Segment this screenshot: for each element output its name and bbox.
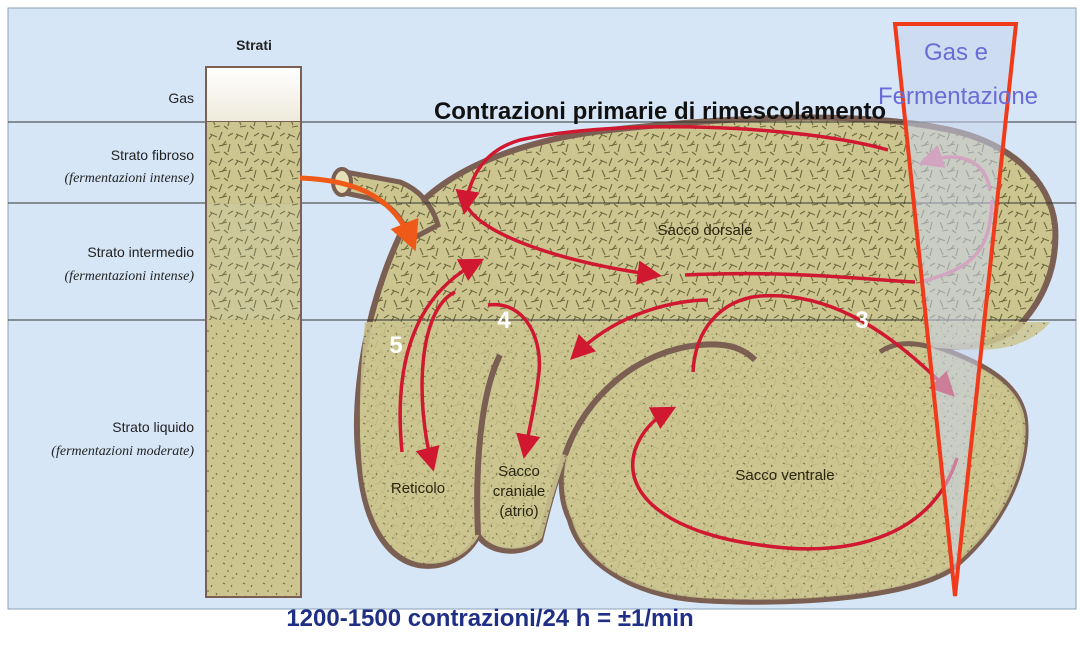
diagram-title: Contrazioni primarie di rimescolamento	[434, 98, 886, 125]
rumen-liquid-zone	[359, 322, 1051, 600]
contraction-number-4: 4	[497, 307, 511, 334]
arrow-cranial-pillar	[570, 298, 709, 360]
arrow-ventral	[631, 406, 959, 551]
column-liquid	[206, 320, 301, 597]
arrow-dorsal-top	[455, 125, 889, 215]
layer-lines	[8, 121, 1076, 321]
contraction-frequency: 1200-1500 contrazioni/24 h = ±1/min	[286, 605, 693, 632]
strata-column	[205, 66, 302, 598]
label-cranial-sac-3: (atrio)	[499, 503, 538, 520]
feed-inflow-arrow	[299, 175, 419, 252]
mixing-arrows	[398, 125, 959, 551]
layer-liquid-name: Strato liquido	[112, 419, 194, 435]
layer-intermediate-note: (fermentazioni intense)	[65, 269, 195, 284]
arrow-dorsal-right	[684, 271, 916, 284]
column-header: Strati	[236, 37, 272, 53]
arrow-reticulum-down	[415, 290, 456, 472]
arrow-cranial-sac	[487, 302, 542, 459]
column-fibrous	[206, 122, 301, 203]
label-cranial-sac-2: craniale	[493, 483, 546, 500]
column-intermediate	[206, 203, 301, 320]
arrow-reticulum-up	[398, 258, 485, 453]
arrow-dorsal-mid	[466, 207, 662, 285]
gas-label-line1: Gas e	[924, 39, 988, 66]
label-dorsal-sac: Sacco dorsale	[657, 222, 752, 239]
column-gas	[205, 66, 302, 123]
label-cranial-sac-1: Sacco	[498, 463, 540, 480]
contraction-number-3: 3	[855, 307, 868, 334]
arrow-caudal	[691, 293, 955, 398]
column-frame	[205, 66, 302, 598]
cranial-pillar	[562, 341, 758, 456]
gas-label-line2: Fermentazione	[878, 83, 1038, 110]
reticulo-rumen-fold	[474, 353, 503, 536]
gas-fermentation-gradient	[892, 22, 1019, 597]
label-reticulum: Reticolo	[391, 480, 445, 497]
layer-gas-name: Gas	[168, 90, 194, 106]
contraction-number-5: 5	[389, 332, 402, 359]
layer-liquid-note: (fermentazioni moderate)	[51, 444, 194, 459]
layer-fibrous-name: Strato fibroso	[111, 147, 194, 163]
layer-intermediate-name: Strato intermedio	[87, 244, 194, 260]
label-ventral-sac: Sacco ventrale	[735, 467, 834, 484]
layer-fibrous-note: (fermentazioni intense)	[65, 171, 195, 186]
